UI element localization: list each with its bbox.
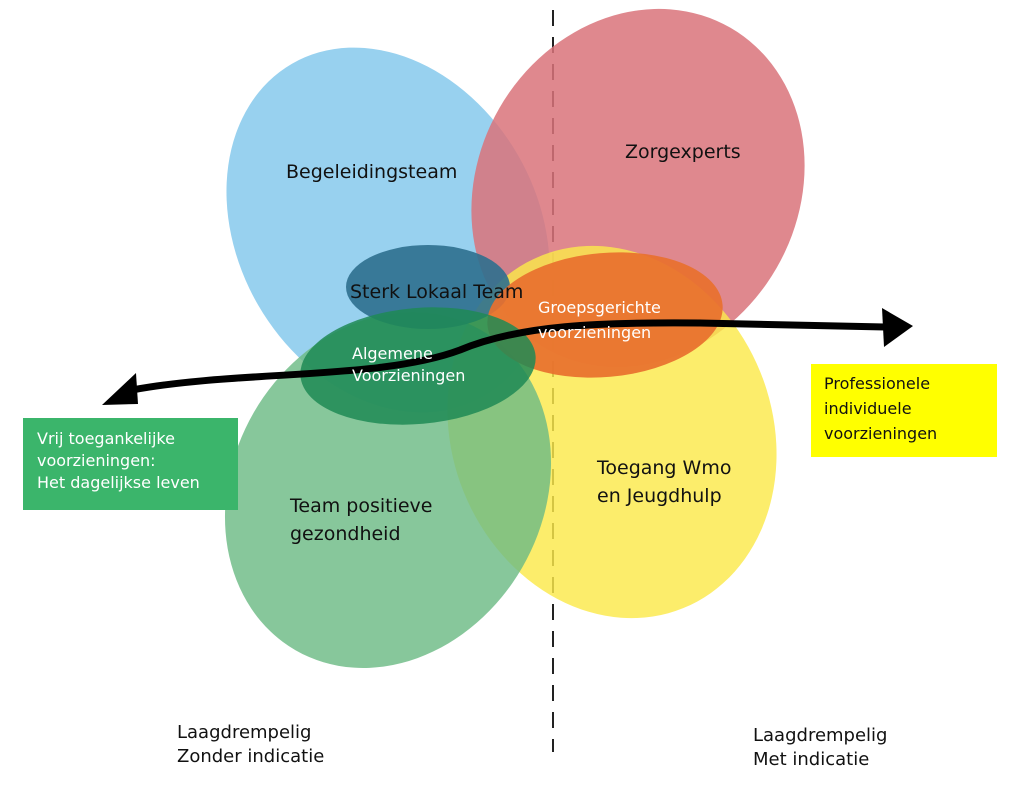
label-algemene-line2: Voorzieningen xyxy=(352,366,465,385)
label-groepsgerichte-line2: voorzieningen xyxy=(538,323,651,342)
label-toegang-line2: en Jeugdhulp xyxy=(597,485,722,507)
box-right-line3: voorzieningen xyxy=(824,424,937,443)
label-toegang-line1: Toegang Wmo xyxy=(596,457,731,479)
label-begeleidingsteam: Begeleidingsteam xyxy=(286,161,457,183)
label-sterk-lokaal-team: Sterk Lokaal Team xyxy=(350,281,523,303)
arrow-line xyxy=(128,319,889,394)
box-right-line1: Professionele xyxy=(824,374,930,393)
core-sterk-lokaal-team xyxy=(346,245,510,329)
bottom-right-line2: Met indicatie xyxy=(753,749,869,770)
bottom-right-line1: Laagdrempelig xyxy=(753,725,887,746)
bottom-left-line2: Zonder indicatie xyxy=(177,746,324,767)
arrow-head-left-icon xyxy=(102,373,138,405)
label-zorgexperts: Zorgexperts xyxy=(625,141,741,163)
box-left-line3: Het dagelijkse leven xyxy=(37,473,200,492)
box-right-line2: individuele xyxy=(824,399,912,418)
label-algemene-line1: Algemene xyxy=(352,344,433,363)
box-professionele xyxy=(811,364,997,457)
bottom-left-line1: Laagdrempelig xyxy=(177,722,311,743)
label-groepsgerichte-line1: Groepsgerichte xyxy=(538,298,661,317)
label-team-positieve-line1: Team positieve xyxy=(289,495,432,517)
core-groepsgerichte xyxy=(487,252,723,378)
box-vrij-toegankelijk xyxy=(23,418,238,510)
core-algemene xyxy=(300,307,536,425)
box-left-line2: voorzieningen: xyxy=(37,451,156,470)
arrow-head-right-icon xyxy=(882,308,913,347)
box-left-line1: Vrij toegankelijke xyxy=(37,429,175,448)
label-team-positieve-line2: gezondheid xyxy=(290,523,401,545)
